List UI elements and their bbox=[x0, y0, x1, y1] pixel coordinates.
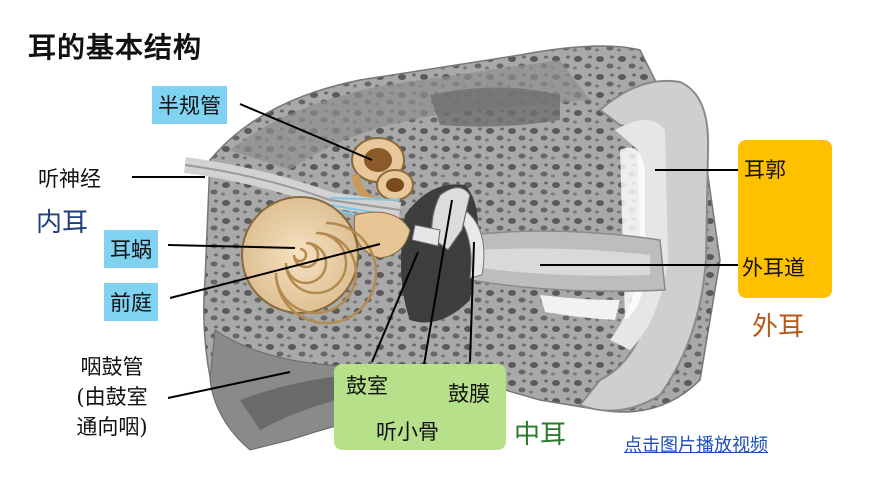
region-middle-ear: 中耳 bbox=[514, 420, 567, 450]
region-inner-ear: 内耳 bbox=[36, 208, 89, 238]
page-title: 耳的基本结构 bbox=[28, 31, 203, 64]
label-auditory-nerve: 听神经 bbox=[38, 167, 101, 191]
label-vestibule: 前庭 bbox=[104, 283, 158, 321]
label-eustachian-line-2: (由鼓室 bbox=[76, 385, 148, 409]
middle-ear-box bbox=[334, 364, 506, 450]
label-tympanic-cavity: 鼓室 bbox=[346, 374, 388, 398]
label-eustachian-tube: 咽鼓管 (由鼓室 通向咽) bbox=[56, 352, 168, 442]
cochlea-shape bbox=[241, 196, 378, 325]
ossicles-shape bbox=[431, 186, 471, 251]
label-eustachian-line-1: 咽鼓管 bbox=[80, 355, 144, 379]
play-video-link[interactable]: 点击图片播放视频 bbox=[624, 435, 768, 456]
outer-ear-box bbox=[738, 140, 832, 298]
label-eustachian-line-3: 通向咽) bbox=[76, 415, 148, 439]
eardrum-shape bbox=[457, 209, 485, 279]
label-ossicles: 听小骨 bbox=[376, 420, 439, 444]
label-eardrum: 鼓膜 bbox=[448, 382, 490, 406]
label-ear-canal: 外耳道 bbox=[742, 256, 805, 280]
semicircular-canals-shape bbox=[351, 137, 414, 209]
label-semicircular-canals: 半规管 bbox=[152, 86, 227, 124]
region-outer-ear: 外耳 bbox=[752, 312, 805, 342]
label-auricle: 耳郭 bbox=[744, 158, 786, 182]
label-cochlea: 耳蜗 bbox=[104, 230, 158, 268]
